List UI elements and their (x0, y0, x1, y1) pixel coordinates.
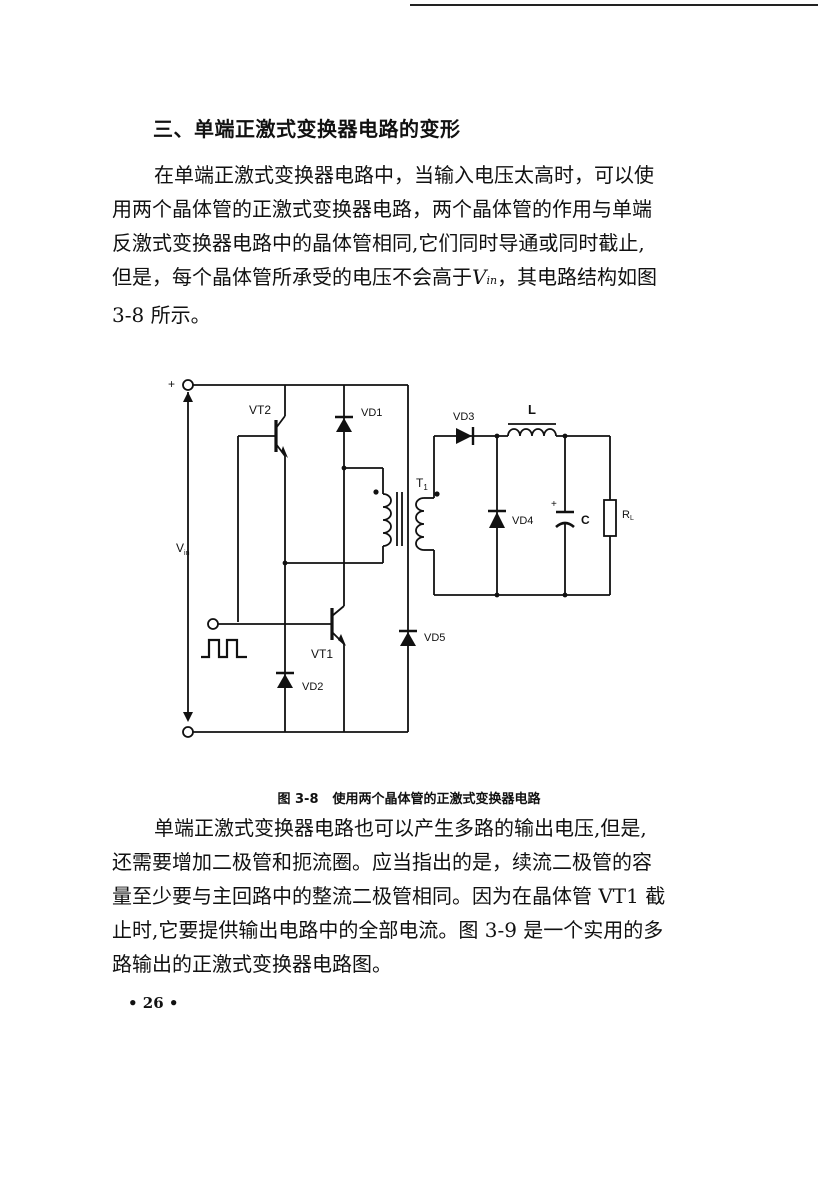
section-heading: 三、单端正激式变换器电路的变形 (153, 117, 461, 141)
paragraph-multi-output: 单端正激式变换器电路也可以产生多路的输出电压,但是, 还需要增加二极管和扼流圈。… (112, 811, 694, 981)
vt1-emitter-arrow-icon (338, 634, 346, 646)
page-number: • 26 • (128, 994, 179, 1012)
para2-line3: 量至少要与主回路中的整流二极管相同。因为在晶体管 VT1 截 (112, 884, 666, 908)
vd1-diode-icon (336, 418, 352, 432)
para2-line1: 单端正激式变换器电路也可以产生多路的输出电压,但是, (154, 816, 647, 840)
input-terminal-positive (182, 379, 194, 391)
label-rl: RL (622, 509, 634, 522)
label-plus: + (168, 377, 175, 391)
label-vin: Vin (176, 541, 190, 557)
header-rule (410, 4, 818, 6)
label-l: L (528, 402, 536, 417)
vd4-diode-icon (489, 512, 505, 528)
t1-primary-winding (382, 493, 392, 547)
vin-symbol: V (472, 265, 487, 289)
paragraph-intro: 在单端正激式变换器电路中，当输入电压太高时，可以使 用两个晶体管的正激式变换器电… (112, 158, 694, 332)
label-vt2: VT2 (249, 403, 271, 417)
vin-arrow-down-icon (183, 712, 193, 722)
primary-dot-icon (373, 489, 379, 495)
caption-text: 使用两个晶体管的正激式变换器电路 (332, 792, 541, 807)
label-vd2: VD2 (302, 681, 323, 693)
para2-line5: 路输出的正激式变换器电路图。 (112, 952, 392, 976)
vd3-diode-icon (456, 428, 472, 444)
label-vd4: VD4 (512, 515, 533, 527)
capacitor-plate-bottom (555, 521, 575, 529)
label-vd3: VD3 (453, 411, 474, 423)
caption-number: 图 3-8 (277, 792, 319, 807)
vt1-collector-lead (331, 605, 345, 617)
pwm-pulse-symbol (201, 638, 247, 659)
label-vd5: VD5 (424, 632, 445, 644)
load-resistor-rl (603, 499, 617, 537)
secondary-dot-icon (434, 491, 440, 497)
drive-terminal (207, 618, 219, 630)
vin-subscript: in (486, 274, 498, 287)
t1-secondary-winding (415, 497, 425, 551)
para1-line1: 在单端正激式变换器电路中，当输入电压太高时，可以使 (154, 163, 654, 187)
label-c-plus: + (551, 499, 557, 510)
para1-line2: 用两个晶体管的正激式变换器电路，两个晶体管的作用与单端 (112, 197, 652, 221)
label-c: C (581, 513, 590, 527)
vin-arrow-up-icon (183, 392, 193, 402)
input-terminal-negative (182, 726, 194, 738)
figure-caption: 图 3-8 使用两个晶体管的正激式变换器电路 (0, 788, 818, 807)
vt2-collector-lead (275, 415, 286, 429)
para1-line4: 但是，每个晶体管所承受的电压不会高于Vin，其电路结构如图 (112, 260, 694, 298)
para2-line2: 还需要增加二极管和扼流圈。应当指出的是，续流二极管的容 (112, 850, 652, 874)
para1-line5: 3-8 所示。 (112, 303, 211, 327)
label-t1: T1 (416, 476, 428, 492)
vt2-emitter-arrow-icon (281, 446, 288, 458)
label-vd1: VD1 (361, 407, 382, 419)
circuit-diagram: + Vin VT2 VT1 VD1 VD2 VD3 VD4 VD5 T1 L C… (168, 377, 634, 738)
inductor-l-winding (507, 428, 557, 437)
para1-line3: 反激式变换器电路中的晶体管相同,它们同时导通或同时截止, (112, 231, 645, 255)
vd2-diode-icon (277, 674, 293, 688)
vd5-diode-icon (400, 632, 416, 646)
para2-line4: 止时,它要提供输出电路中的全部电流。图 3-9 是一个实用的多 (112, 918, 664, 942)
para1-line4-after: ，其电路结构如图 (497, 265, 658, 289)
label-vt1: VT1 (311, 647, 333, 661)
para1-line4-before: 但是，每个晶体管所承受的电压不会高于 (112, 265, 472, 289)
